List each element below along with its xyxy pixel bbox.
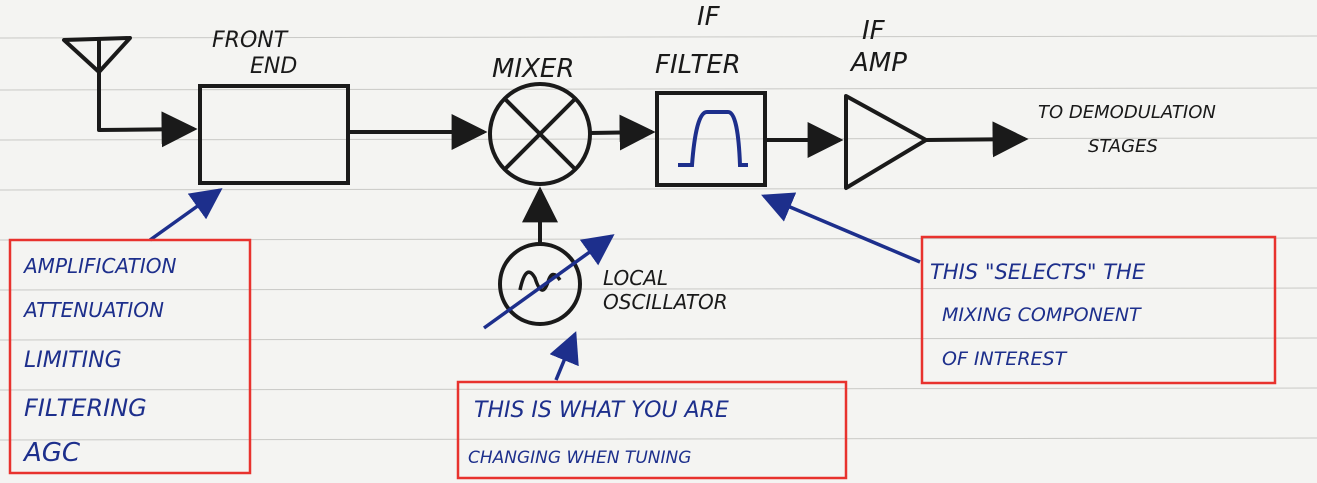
front-end-note-line: AMPLIFICATION [24, 254, 177, 278]
if-amp-label-line2: AMP [851, 48, 907, 78]
tuning-note-box [456, 380, 848, 480]
front-end-note-pointer [148, 188, 223, 242]
front-end-note-line: FILTERING [24, 394, 147, 422]
front-end-note-line: ATTENUATION [24, 298, 164, 322]
filter-note-pointer [761, 192, 921, 264]
tuning-note-pointer [549, 331, 579, 381]
output-label-line1: TO DEMODULATION [1038, 102, 1216, 123]
if-filter-label-line1: IF [697, 2, 720, 32]
front-end-note-line: AGC [24, 438, 81, 468]
filter-note-line: MIXING COMPONENT [942, 304, 1141, 326]
bandpass-icon [678, 110, 748, 167]
local-oscillator-symbol [498, 242, 582, 326]
filter-note-box [920, 235, 1277, 385]
if-amp-label-line1: IF [862, 16, 885, 46]
tuning-note-line: CHANGING WHEN TUNING [468, 448, 692, 468]
filter-note-line: THIS "SELECTS" THE [930, 260, 1146, 284]
front-end-label-line1: FRONT [212, 28, 288, 53]
output-label-line2: STAGES [1088, 136, 1158, 157]
mixer-symbol [488, 82, 592, 186]
front-end-note-line: LIMITING [24, 348, 122, 373]
front-end-block [198, 84, 350, 185]
if-amp-symbol [844, 94, 928, 190]
lo-tuning-arrow [482, 234, 615, 330]
front-end-label-line2: END [250, 54, 298, 79]
front-end-note-box [8, 238, 252, 475]
amp-output-arrow [925, 121, 1029, 158]
local-oscillator-label-line1: LOCAL [603, 266, 669, 290]
antenna-to-front-end-arrow [98, 111, 198, 148]
mixer-label: MIXER [492, 54, 575, 84]
local-oscillator-label-line2: OSCILLATOR [603, 290, 728, 314]
antenna-icon [62, 36, 132, 132]
if-filter-label-line2: FILTER [655, 50, 741, 80]
mixer-to-filter-arrow [589, 114, 656, 151]
tuning-note-line: THIS IS WHAT YOU ARE [474, 398, 729, 423]
filter-note-line: OF INTEREST [942, 348, 1067, 370]
